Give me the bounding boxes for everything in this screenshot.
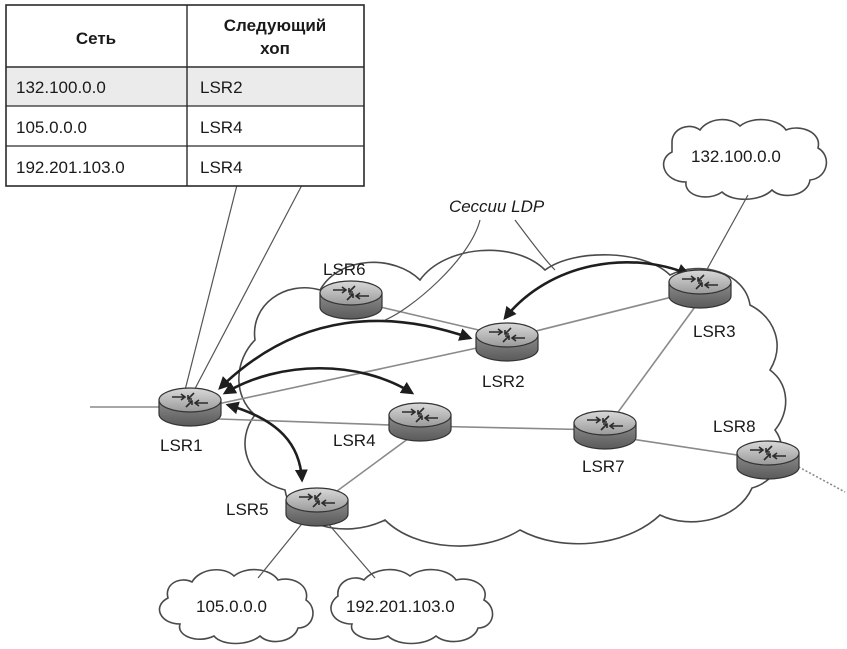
router-lsr5-icon	[285, 487, 349, 527]
router-lsr6-label: LSR6	[323, 260, 366, 279]
router-lsr1-label: LSR1	[160, 436, 203, 455]
router-lsr7-icon	[573, 410, 637, 450]
table-cell-next-hop: LSR4	[200, 118, 243, 137]
network-bottom-left-label: 105.0.0.0	[196, 597, 267, 616]
router-lsr4-label: LSR4	[333, 431, 376, 450]
router-lsr3-icon	[668, 269, 732, 309]
network-cloud-top	[662, 118, 828, 201]
router-lsr1-icon	[158, 387, 222, 427]
table-header-hop: хоп	[260, 39, 290, 58]
routing-table: Сеть Следующий хоп 132.100.0.0 LSR2 105.…	[5, 4, 365, 187]
network-bottom-right-label: 192.201.103.0	[346, 597, 455, 616]
router-lsr5-label: LSR5	[226, 500, 269, 519]
table-header-network: Сеть	[76, 29, 116, 48]
table-callout-lines	[181, 184, 303, 403]
table-cell-network: 132.100.0.0	[16, 78, 106, 97]
table-cell-network: 105.0.0.0	[16, 118, 87, 137]
router-lsr6-icon	[319, 280, 383, 320]
router-lsr7-label: LSR7	[582, 457, 625, 476]
network-cloud-bottom-right	[330, 568, 494, 645]
router-lsr8-label: LSR8	[713, 417, 756, 436]
network-top-label: 132.100.0.0	[691, 147, 781, 166]
ldp-sessions-label: Сессии LDP	[449, 197, 545, 216]
table-cell-network: 192.201.103.0	[16, 158, 125, 177]
router-lsr4-icon	[388, 402, 452, 442]
router-lsr8-icon	[736, 440, 800, 480]
router-lsr2-icon	[475, 322, 539, 362]
router-lsr3-label: LSR3	[693, 322, 736, 341]
table-header-next: Следующий	[224, 16, 327, 35]
table-cell-next-hop: LSR2	[200, 78, 243, 97]
table-cell-next-hop: LSR4	[200, 158, 243, 177]
router-lsr2-label: LSR2	[482, 372, 525, 391]
ldp-session-arrows	[218, 219, 691, 483]
network-cloud-bottom-left	[158, 568, 314, 645]
